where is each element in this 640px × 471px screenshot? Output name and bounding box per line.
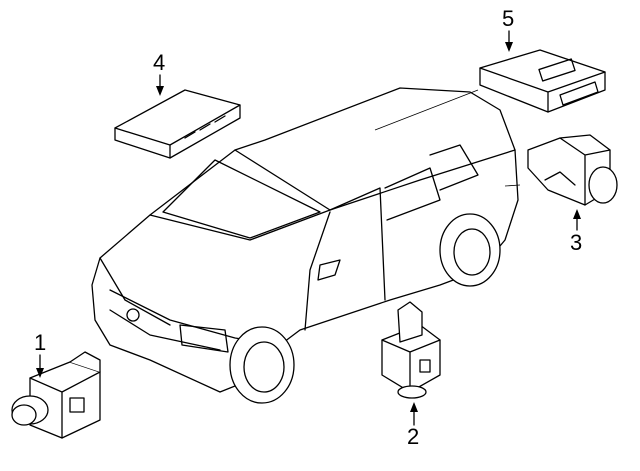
part-4-control-module xyxy=(114,89,241,159)
callout-1: 1 xyxy=(34,330,46,378)
svg-text:2: 2 xyxy=(407,424,419,449)
part-2-front-camera xyxy=(381,301,441,399)
part-3-side-camera xyxy=(527,134,618,206)
part-1-rear-camera xyxy=(11,351,101,439)
callout-2: 2 xyxy=(407,402,419,449)
svg-text:5: 5 xyxy=(502,6,514,31)
part-5-camera-control-module xyxy=(479,49,606,113)
svg-text:1: 1 xyxy=(34,330,46,355)
svg-text:3: 3 xyxy=(570,230,582,255)
vehicle-illustration xyxy=(91,87,521,404)
callout-4: 4 xyxy=(153,50,165,96)
svg-text:4: 4 xyxy=(153,50,165,75)
callout-5: 5 xyxy=(502,6,514,52)
callout-3: 3 xyxy=(570,209,582,255)
